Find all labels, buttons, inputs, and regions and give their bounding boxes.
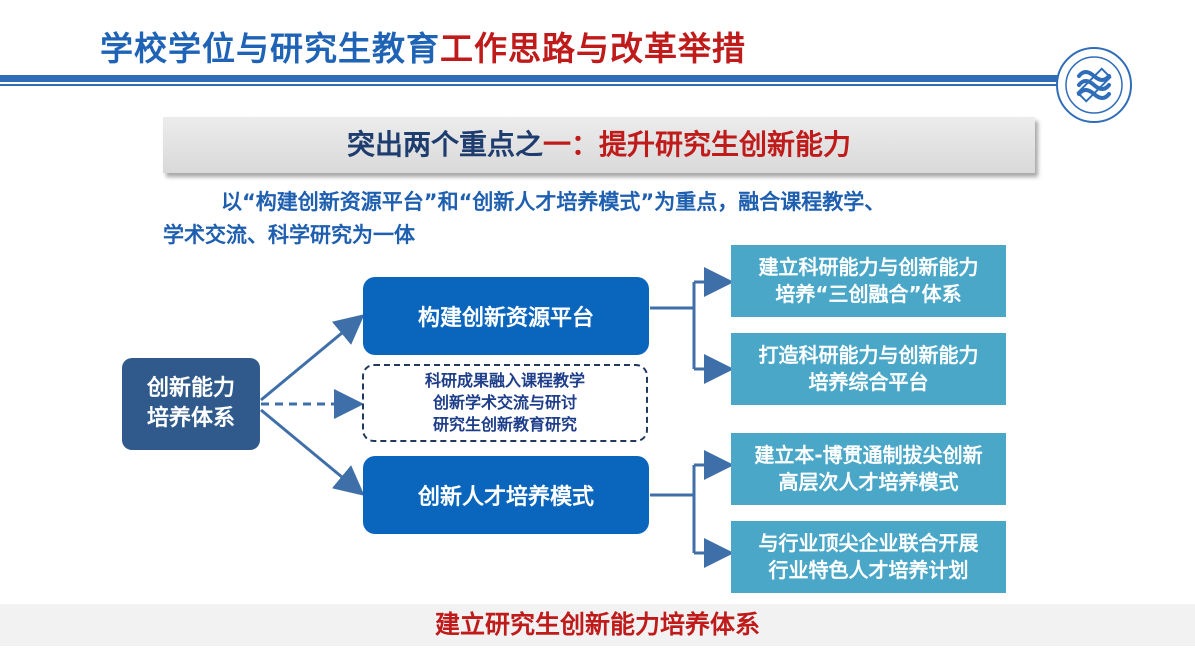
header-rule-thin [0,84,1060,86]
leaf-node-3: 建立本-博贯通制拔尖创新 高层次人才培养模式 [731,433,1006,505]
focus-banner: 突出两个重点之一：提升研究生创新能力 [163,117,1035,173]
leaf-3-line-1: 建立本-博贯通制拔尖创新 [754,443,983,467]
leaf-node-4: 与行业顶尖企业联合开展 行业特色人才培养计划 [731,521,1006,593]
root-node-innovation-system: 创新能力 培养体系 [122,358,260,450]
integration-item-1: 科研成果融入课程教学 [424,371,585,390]
title-red-part: 工作思路与改革举措 [440,29,746,68]
footer-bar [0,604,1195,646]
leaf-4-line-1: 与行业顶尖企业联合开展 [758,531,979,555]
leaf-4-line-2: 行业特色人才培养计划 [768,558,969,582]
root-line-2: 培养体系 [146,406,235,431]
page-title: 学校学位与研究生教育工作思路与改革举措 [100,22,746,68]
arrow-root-to-model [260,408,365,496]
banner-text-dark: 突出两个重点之 [346,128,543,161]
leaf-node-1: 建立科研能力与创新能力 培养“三创融合”体系 [731,245,1006,317]
leaf-1-line-2: 培养“三创融合”体系 [775,282,962,306]
integration-item-3: 研究生创新教育研究 [432,415,577,434]
footer-caption: 建立研究生创新能力培养体系 [434,610,760,639]
root-line-1: 创新能力 [146,376,235,401]
node-talent-model: 创新人才培养模式 [363,456,649,534]
banner-text-red: 一：提升研究生创新能力 [543,128,852,161]
header-rule [0,75,1060,82]
arrow-root-to-platform [260,314,365,402]
leaf-3-line-2: 高层次人才培养模式 [778,470,959,494]
intro-line-2: 学术交流、科学研究为一体 [163,223,415,247]
leaf-node-2: 打造科研能力与创新能力 培养综合平台 [731,333,1006,405]
university-seal-icon [1056,47,1132,123]
title-blue-part: 学校学位与研究生教育 [100,29,440,68]
integration-item-2: 创新学术交流与研讨 [432,393,577,412]
intro-paragraph: 以“构建创新资源平台”和“创新人才培养模式”为重点，融合课程教学、 学术交流、科… [163,186,1043,252]
node-resource-platform: 构建创新资源平台 [363,277,649,355]
leaf-2-line-2: 培养综合平台 [808,370,929,394]
node-integration: 科研成果融入课程教学 创新学术交流与研讨 研究生创新教育研究 [362,364,648,442]
leaf-1-line-1: 建立科研能力与创新能力 [758,255,979,279]
leaf-2-line-1: 打造科研能力与创新能力 [758,343,979,367]
intro-line-1: 以“构建创新资源平台”和“创新人才培养模式”为重点，融合课程教学、 [221,190,886,214]
